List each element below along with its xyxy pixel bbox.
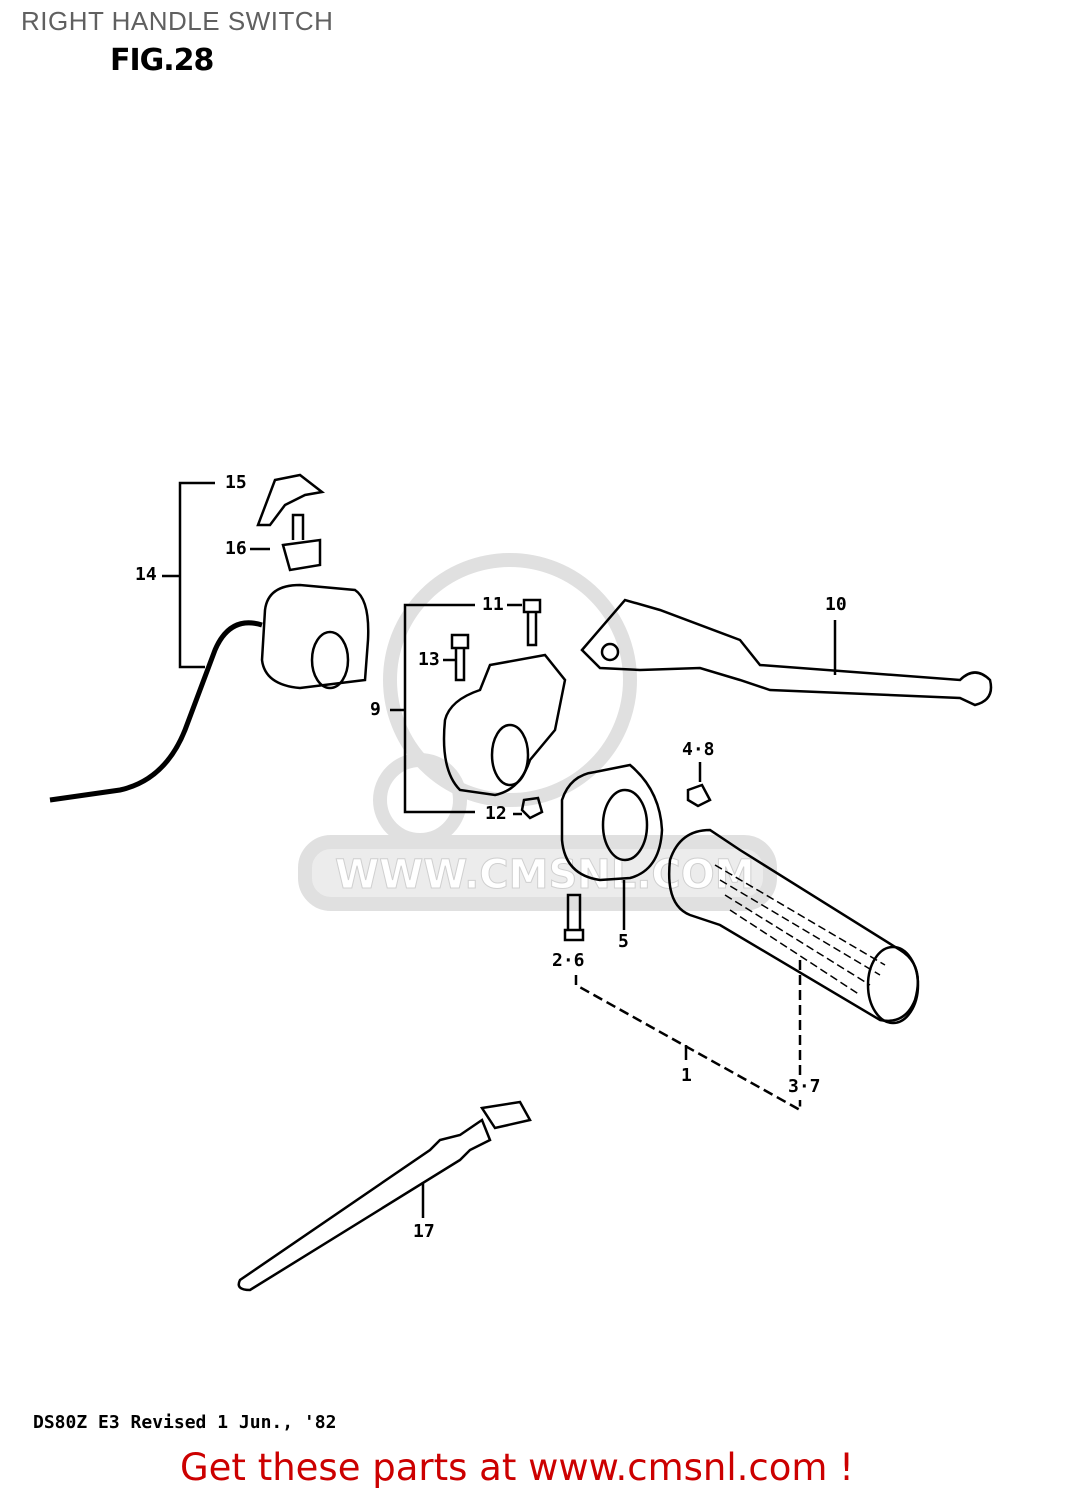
part-11-screw (522, 598, 542, 647)
part-17-cable-tie (237, 1118, 492, 1292)
part-14-switch-housing (260, 583, 370, 690)
figure-number: FIG.28 (110, 43, 214, 78)
parts-link[interactable]: Get these parts at www.cmsnl.com ! (180, 1446, 855, 1489)
wire-harness (49, 620, 263, 803)
bracket-9 (403, 603, 475, 814)
callout-14: 14 (135, 564, 157, 585)
callout-15: 15 (225, 472, 247, 493)
callout-13: 13 (418, 649, 440, 670)
part-2-6-screw (563, 893, 585, 942)
part-4-8-bushing (686, 783, 712, 808)
callout-1: 1 (681, 1065, 692, 1086)
callout-12: 12 (485, 803, 507, 824)
callout-3-7: 3·7 (788, 1076, 821, 1097)
part-16-switch (281, 513, 322, 572)
revision-note: DS80Z E3 Revised 1 Jun., '82 (33, 1412, 337, 1433)
bracket-14 (178, 481, 215, 669)
part-13-screw (450, 633, 470, 682)
watermark-logo (298, 553, 777, 911)
callout-17: 17 (413, 1221, 435, 1242)
part-12-nut (520, 796, 544, 820)
callout-16: 16 (225, 538, 247, 559)
assembly-leader-1 (574, 960, 802, 1113)
callout-5: 5 (618, 931, 629, 952)
part-15-switch-cover (256, 473, 326, 527)
callout-11: 11 (482, 594, 504, 615)
callout-10: 10 (825, 594, 847, 615)
watermark-text: WWW.CMSNL.COM (335, 852, 755, 898)
callout-9: 9 (370, 699, 381, 720)
callout-4-8: 4·8 (682, 739, 715, 760)
part-10-lever (580, 598, 993, 707)
part-5-throttle-housing (560, 763, 664, 882)
callout-2-6: 2·6 (552, 950, 585, 971)
page-title: RIGHT HANDLE SWITCH (21, 6, 334, 36)
